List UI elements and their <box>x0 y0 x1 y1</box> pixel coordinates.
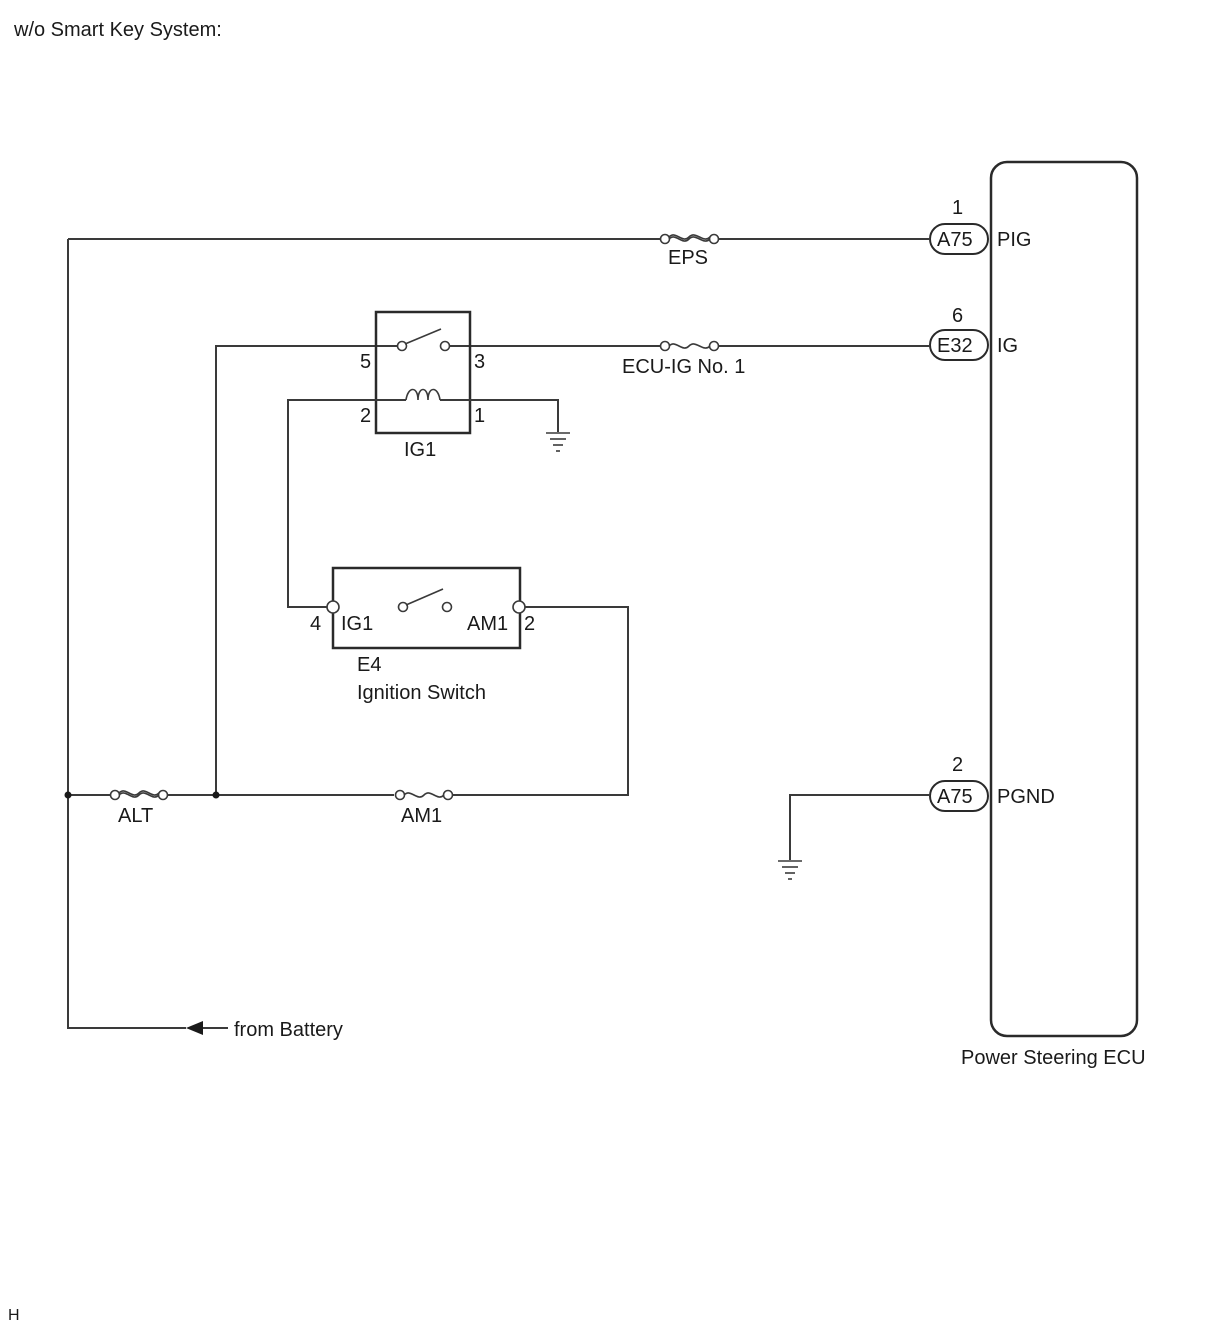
eps-fuse: EPS <box>659 233 720 269</box>
relay-pin-3: 3 <box>474 351 485 373</box>
page-title: w/o Smart Key System: <box>13 19 222 41</box>
relay-pin-5: 5 <box>360 351 371 373</box>
relay-pin-2: 2 <box>360 405 371 427</box>
junction-dot <box>212 791 220 799</box>
alt-fuse-label: ALT <box>118 805 153 827</box>
pin-number-label: 6 <box>952 305 963 327</box>
from-battery-label: from Battery <box>234 1019 343 1041</box>
switch-am1-wire <box>452 606 629 796</box>
coil-ground-wire <box>440 399 559 432</box>
switch-code-label: E4 <box>357 654 381 676</box>
pgnd-ground-icon <box>778 860 802 880</box>
relay-pin-1: 1 <box>474 405 485 427</box>
am1-fuse-label: AM1 <box>401 805 442 827</box>
relay-label: IG1 <box>404 439 436 461</box>
eps-fuse-label: EPS <box>668 247 708 269</box>
from-battery-arrow: from Battery <box>186 1019 343 1041</box>
alt-fuse: ALT <box>109 789 169 827</box>
pin-name-label: PIG <box>997 229 1031 251</box>
junction-dot <box>64 791 72 799</box>
pin-name-label: PGND <box>997 786 1055 808</box>
pin-name-label: IG <box>997 335 1018 357</box>
switch-name-label: Ignition Switch <box>357 682 486 704</box>
ecu-pin-pgnd: A75 2 PGND <box>929 754 1055 812</box>
ecu-label: Power Steering ECU <box>961 1047 1146 1069</box>
coil-wire-left <box>287 399 406 608</box>
relay-feed-wire <box>215 345 398 795</box>
switch-pin-4: 4 <box>310 613 321 635</box>
ecu-pin-pig: A75 1 PIG <box>929 197 1031 255</box>
pgnd-wire <box>789 794 930 860</box>
switch-pin-2: 2 <box>524 613 535 635</box>
am1-fuse: AM1 <box>394 789 454 827</box>
switch-label-am1: AM1 <box>467 613 508 635</box>
switch-label-ig1: IG1 <box>341 613 373 635</box>
footer-mark: H <box>8 1307 20 1324</box>
ecu-pin-ig: E32 6 IG <box>929 305 1018 361</box>
battery-trunk-wire <box>67 239 186 1029</box>
ignition-switch: 4 IG1 AM1 2 E4 Ignition Switch <box>310 566 535 704</box>
pin-connector-label: A75 <box>937 786 973 808</box>
pin-connector-label: A75 <box>937 229 973 251</box>
ecu-ig-fuse: ECU-IG No. 1 <box>622 340 745 378</box>
power-steering-ecu: Power Steering ECU <box>961 160 1146 1069</box>
pin-connector-label: E32 <box>937 335 973 357</box>
pin-number-label: 2 <box>952 754 963 776</box>
ig1-relay: 5 3 2 1 IG1 <box>360 310 485 461</box>
relay-ground-icon <box>546 432 570 452</box>
ecu-ig-fuse-label: ECU-IG No. 1 <box>622 356 745 378</box>
pin-number-label: 1 <box>952 197 963 219</box>
